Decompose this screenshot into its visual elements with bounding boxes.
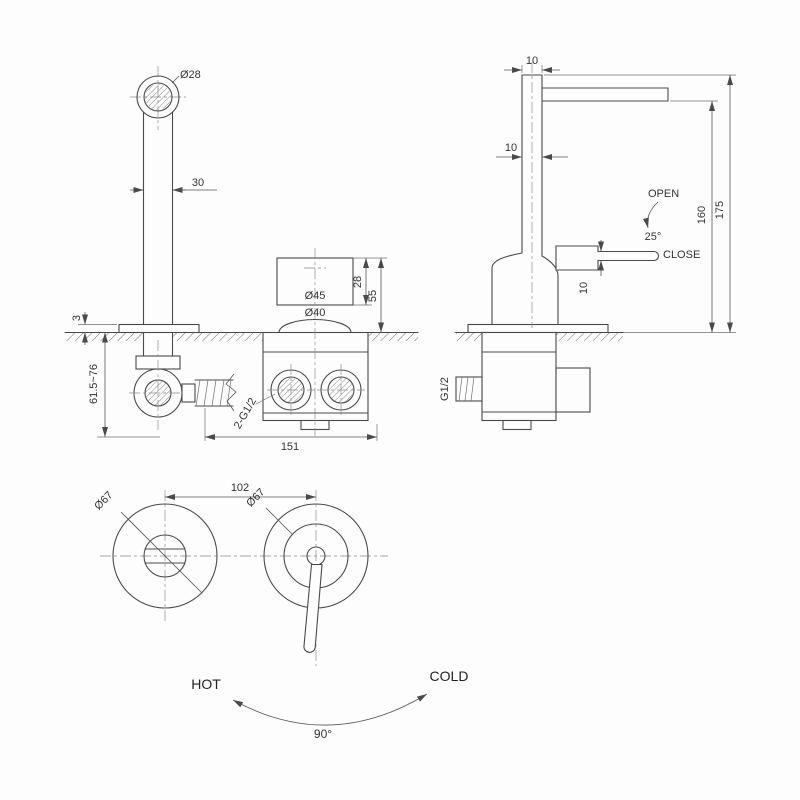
dim-trim-height-label: 55 — [367, 290, 379, 302]
plan-view: 102 Ø67 Ø67 — [92, 482, 388, 666]
dim-spout-offset: 30 — [130, 177, 217, 193]
dim-trim-diameter: Ø40 — [305, 307, 326, 319]
dim-riser-width: 10 — [496, 142, 568, 160]
side-view: 10 10 10 OPEN 25° CLOSE G1/2 — [439, 55, 736, 431]
handle-lever-side — [555, 245, 660, 271]
rotation-angle-label: 90° — [314, 727, 332, 741]
spout-bore-hatch — [145, 84, 171, 110]
rotation-arc — [232, 693, 428, 726]
spout-flange-leader — [120, 511, 203, 594]
dim-lever-thickness-label: 10 — [578, 282, 590, 294]
spout-end-circle — [136, 75, 180, 119]
dim-spout-tube-width: 10 — [504, 55, 560, 73]
side-bottom-tab — [502, 419, 532, 431]
body-profile-right — [541, 255, 559, 326]
dim-centers-distance: 151 — [204, 408, 378, 453]
side-valve-body — [481, 331, 557, 422]
front-view-valve: Ø45 Ø40 28 55 2-G1/2 151 — [204, 248, 387, 453]
dim-riser-width-label: 10 — [505, 142, 517, 154]
dim-spout-flange-diameter: Ø67 — [92, 489, 115, 512]
escutcheon-plate-side — [467, 323, 609, 334]
dim-spout-height: 160 — [670, 100, 718, 333]
dim-lever-thickness: 10 — [578, 240, 604, 294]
dim-centers-distance-label: 151 — [281, 441, 299, 453]
inlet-thread-front-label: 2-G1/2 — [232, 396, 259, 431]
escutcheon-plate-front — [118, 323, 200, 334]
dim-concealed-depth-label: 61.5~76 — [88, 364, 100, 404]
swing-angle-label: 25° — [645, 231, 662, 243]
open-label: OPEN — [648, 188, 679, 200]
cold-label: COLD — [430, 668, 469, 684]
front-view-spout: Ø28 30 3 — [71, 66, 237, 438]
dim-plate-thickness-label: 3 — [71, 315, 83, 321]
dim-spout-tube-width-label: 10 — [526, 55, 538, 67]
valve-trim-dome — [278, 318, 352, 334]
handle-flange-leader — [265, 507, 293, 535]
dim-trim-height: 55 — [367, 258, 384, 333]
rotation-diagram: HOT COLD 90° — [191, 668, 468, 741]
dim-cartridge-top-diameter: Ø45 — [305, 290, 326, 302]
dim-flange-centers-label: 102 — [231, 482, 249, 494]
dim-overall-height: 175 — [544, 74, 736, 333]
body-profile-left — [491, 252, 523, 326]
swing-arc — [642, 201, 659, 229]
side-inlet-fitting — [455, 376, 483, 402]
drain-thread — [194, 373, 237, 412]
close-label: CLOSE — [663, 249, 700, 261]
dim-plate-thickness: 3 — [71, 312, 117, 345]
dim-cartridge-height: 28 — [352, 257, 387, 306]
dim-spout-offset-label: 30 — [192, 177, 204, 189]
side-port-block — [555, 367, 591, 413]
dim-overall-height-label: 175 — [714, 201, 726, 219]
spout-flange-circle — [112, 503, 218, 609]
dim-concealed-depth: 61.5~76 — [88, 332, 160, 438]
hot-label: HOT — [191, 676, 221, 692]
dim-spout-diameter: Ø28 — [180, 69, 201, 81]
handle-lever-plan — [303, 563, 323, 653]
inlet-thread-side-label: G1/2 — [439, 377, 451, 401]
wall-hatch — [66, 333, 418, 341]
dim-flange-centers: 102 — [165, 482, 316, 500]
dim-cartridge-height-label: 28 — [352, 276, 364, 288]
dim-spout-height-label: 160 — [696, 206, 708, 224]
break-line — [225, 373, 237, 412]
drain-fitting — [181, 383, 196, 403]
